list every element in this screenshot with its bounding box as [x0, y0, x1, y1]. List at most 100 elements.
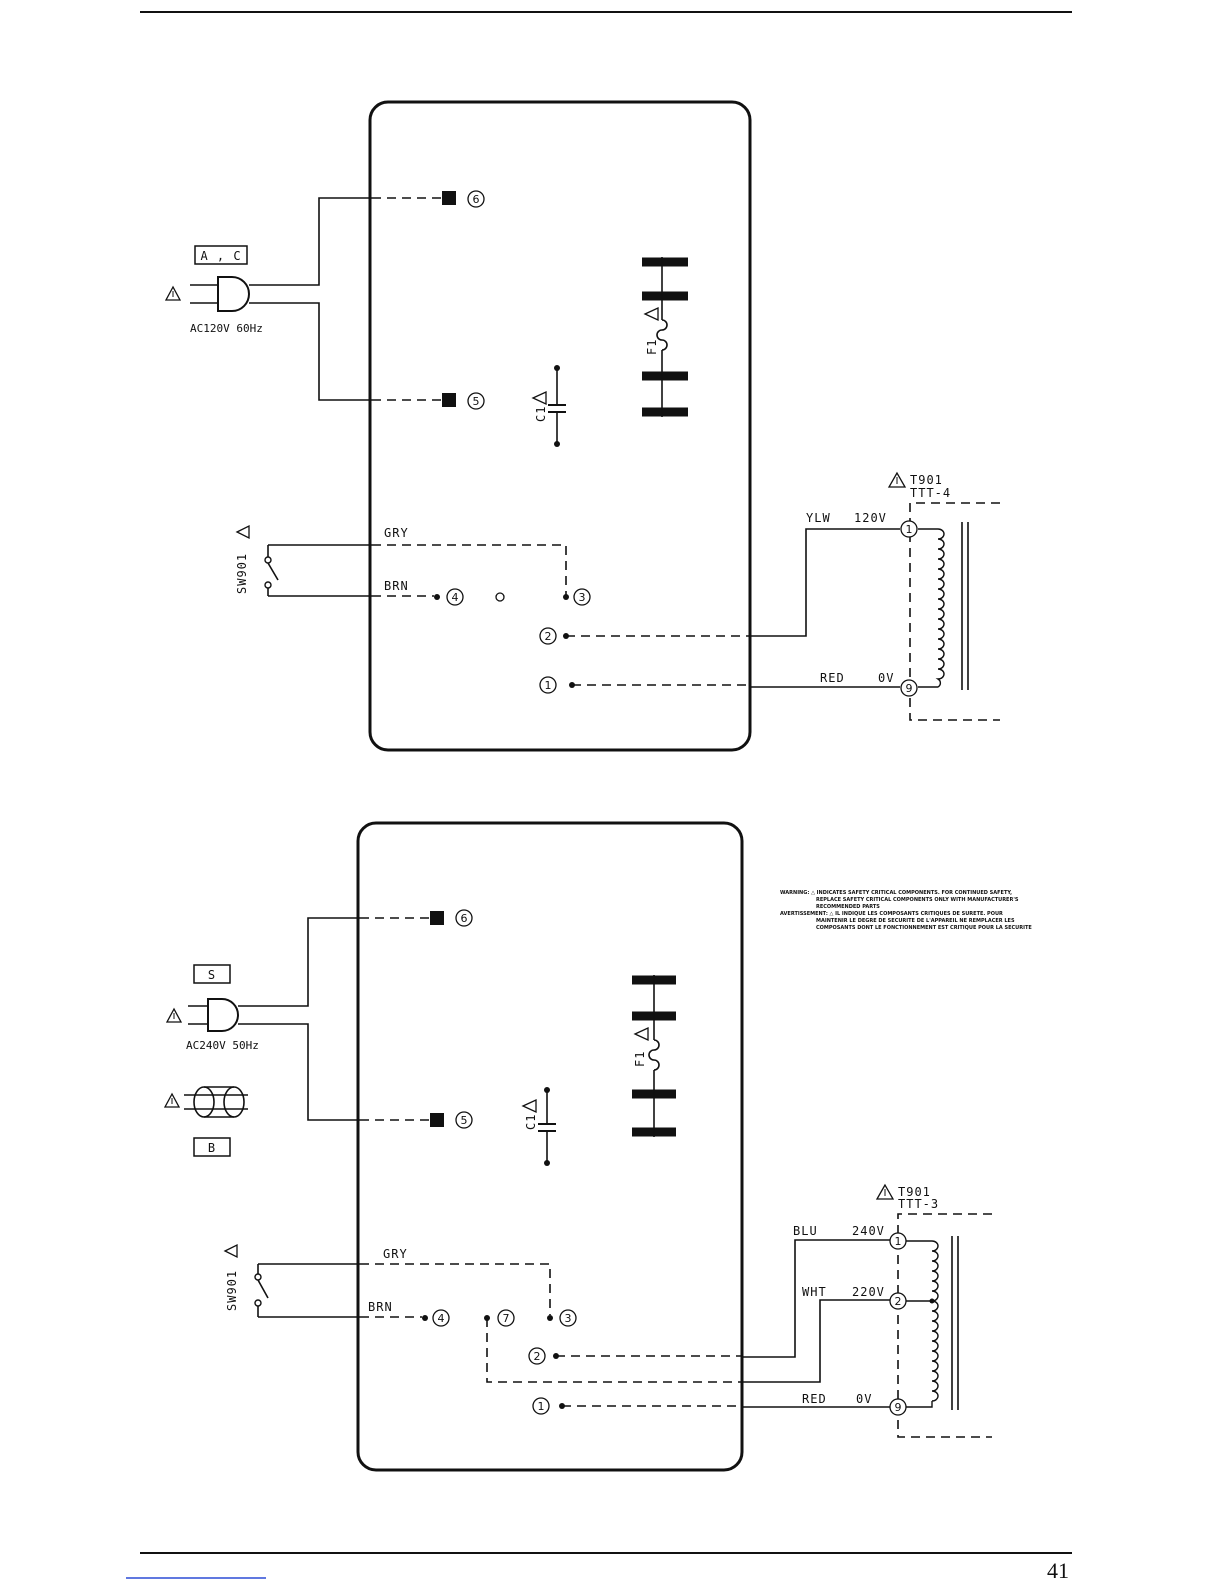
transformer-ref: T901 — [910, 473, 943, 487]
transformer-symbol — [909, 502, 1000, 721]
tap9-voltage: 0V — [856, 1392, 872, 1406]
warning-triangle-icon — [643, 306, 659, 322]
tap1-color: BLU — [793, 1224, 818, 1238]
page-number: 41 — [1047, 1558, 1069, 1583]
capacitor-symbol — [548, 365, 566, 447]
tap2-voltage: 220V — [852, 1285, 885, 1299]
warning-line: RECOMMENDED PARTS — [816, 904, 880, 910]
warning-line: COMPOSANTS DONT LE FONCTIONNEMENT EST CR… — [816, 925, 1032, 931]
pin-marker — [432, 1309, 450, 1327]
diagram-bottom: S AC240V 50Hz B 6 — [163, 821, 992, 1472]
pin-marker — [889, 1232, 907, 1250]
region-label: A , C — [200, 249, 241, 263]
pin-marker — [497, 1309, 515, 1327]
pin-label: 2 — [545, 630, 552, 643]
warning-triangle-icon — [164, 285, 182, 301]
ylw-wire — [750, 528, 900, 637]
ac-plug-icon — [190, 276, 250, 312]
pin-label: 2 — [534, 1350, 541, 1363]
pin-label: 7 — [503, 1312, 510, 1325]
connector-pad — [430, 911, 444, 925]
mains-wire-a — [238, 917, 360, 1007]
gry-wire — [360, 1263, 551, 1315]
region-label-s: S — [208, 968, 216, 982]
capacitor-label: C1 — [534, 406, 548, 422]
wire-brn-label: BRN — [368, 1300, 393, 1314]
region-box — [194, 245, 248, 265]
pin7-trace — [486, 1318, 742, 1383]
warning-triangle-icon — [531, 390, 547, 406]
warning-triangle-icon — [521, 1098, 537, 1114]
wire-gry-label: GRY — [384, 526, 409, 540]
warning-triangle-icon — [163, 1092, 181, 1108]
warning-line: WARNING: △ INDICATES SAFETY CRITICAL COM… — [780, 890, 1012, 896]
connector-pad — [442, 191, 456, 205]
warning-triangle-icon — [165, 1007, 183, 1023]
transformer-symbol — [897, 1213, 992, 1438]
pin-label: 1 — [906, 523, 913, 536]
pcb-outline — [356, 821, 744, 1472]
fuse-label: F1 — [633, 1051, 647, 1067]
pin-marker — [455, 909, 473, 927]
pin-marker — [559, 1309, 577, 1327]
transformer-type: TTT-3 — [898, 1197, 939, 1211]
wht-wire — [742, 1299, 900, 1383]
pin-marker — [889, 1398, 907, 1416]
warning-triangle-icon — [235, 524, 250, 540]
pin-marker — [467, 190, 485, 208]
pin-marker — [539, 627, 557, 645]
pin-label: 9 — [906, 682, 913, 695]
power-label: AC120V 60Hz — [190, 322, 263, 335]
mains-wire-a — [249, 197, 372, 286]
mains-wire-b — [249, 302, 372, 401]
pin-marker — [573, 588, 591, 606]
gry-wire — [372, 544, 567, 595]
fuse-holder — [642, 257, 688, 417]
fuse-holder — [632, 975, 676, 1137]
safety-warning-note: WARNING: △ INDICATES SAFETY CRITICAL COM… — [780, 890, 1032, 931]
power-label: AC240V 50Hz — [186, 1039, 259, 1052]
power-switch-symbol — [264, 545, 279, 596]
pin-label: 1 — [895, 1235, 902, 1248]
warning-line: REPLACE SAFETY CRITICAL COMPONENTS ONLY … — [816, 897, 1019, 903]
warning-triangle-icon — [887, 471, 907, 488]
ac-plug-icon — [188, 998, 239, 1032]
warning-line: AVERTISSEMENT: △ IL INDIQUE LES COMPOSAN… — [780, 911, 1003, 917]
pin-marker — [900, 520, 918, 538]
pin-label: 6 — [473, 193, 480, 206]
tap2-color: WHT — [802, 1285, 827, 1299]
switch-label: SW901 — [235, 553, 249, 594]
power-switch-symbol — [254, 1264, 269, 1317]
pin-label: 5 — [473, 395, 480, 408]
diagram-top: A , C AC120V 60Hz 6 5 — [164, 100, 1000, 752]
capacitor-symbol — [538, 1087, 556, 1166]
pin-label: 9 — [895, 1401, 902, 1414]
connector-pad — [442, 393, 456, 407]
pin-label: 1 — [538, 1400, 545, 1413]
warning-triangle-icon — [633, 1026, 649, 1042]
warning-line: MAINTENIR LE DEGRE DE SECURITE DE L'APPA… — [816, 918, 1015, 924]
tap9-color: RED — [820, 671, 845, 685]
pin-marker — [532, 1397, 550, 1415]
pin-marker — [446, 588, 464, 606]
capacitor-label: C1 — [524, 1114, 538, 1130]
transformer-type: TTT-4 — [910, 486, 951, 500]
mains-wire-b — [238, 1023, 360, 1121]
tap9-color: RED — [802, 1392, 827, 1406]
warning-triangle-icon — [223, 1243, 238, 1259]
pin-marker — [528, 1347, 546, 1365]
warning-triangle-icon — [875, 1183, 895, 1200]
pin-marker — [539, 676, 557, 694]
pin-marker — [455, 1111, 473, 1129]
wire-gry-label: GRY — [383, 1247, 408, 1261]
pin-marker — [467, 392, 485, 410]
region-box — [193, 964, 231, 984]
blu-wire — [742, 1239, 890, 1358]
region-label-b: B — [208, 1141, 216, 1155]
pin-label: 3 — [565, 1312, 572, 1325]
wire-brn-label: BRN — [384, 579, 409, 593]
round-plug-icon — [184, 1086, 248, 1118]
pin-label: 5 — [461, 1114, 468, 1127]
transformer-ref: T901 — [898, 1185, 931, 1199]
